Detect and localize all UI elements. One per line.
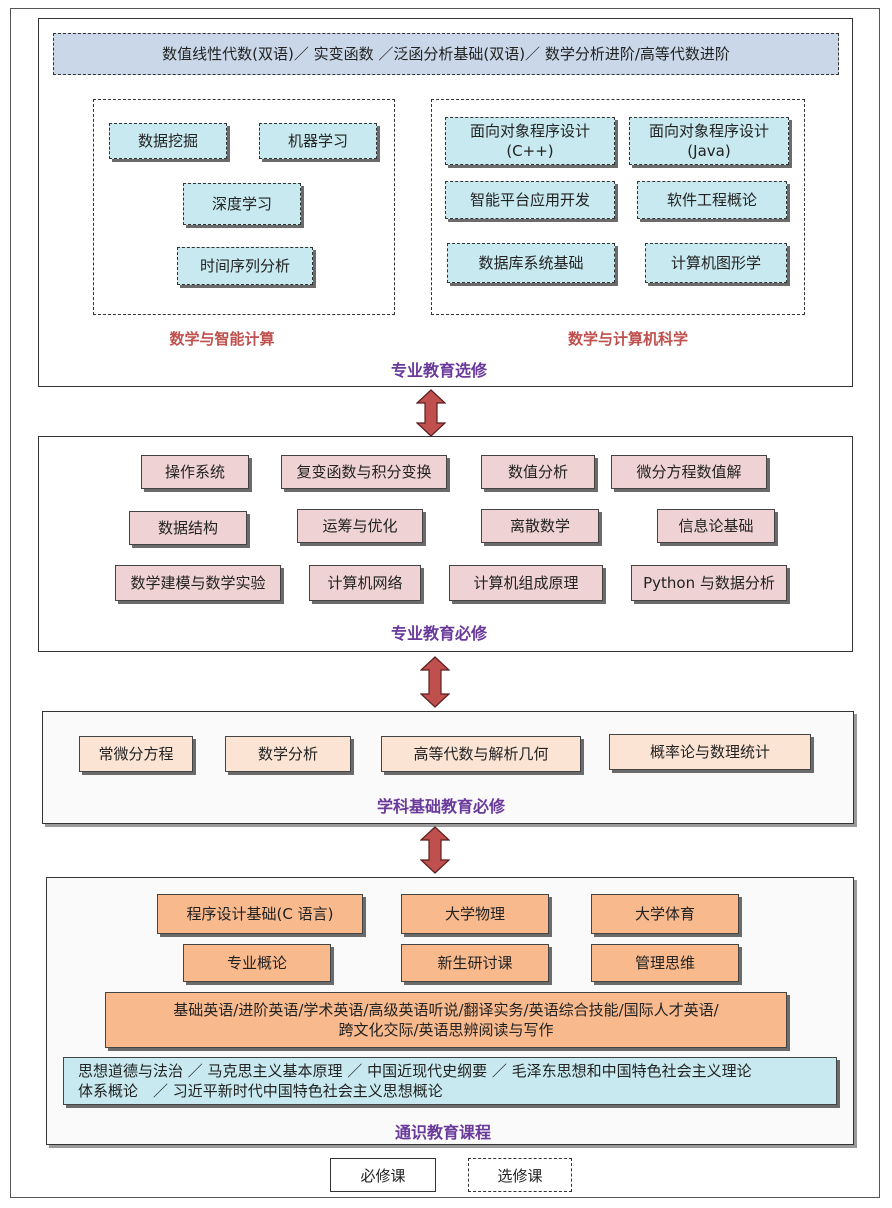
required-item: 微分方程数值解 bbox=[611, 455, 767, 489]
general-politics-box: 思想道德与法治 ／ 马克思主义基本原理 ／ 中国近现代史纲要 ／ 毛泽东思想和中… bbox=[63, 1057, 837, 1105]
elective-left-item: 深度学习 bbox=[183, 183, 301, 225]
general-english-box: 基础英语/进阶英语/学术英语/高级英语听说/翻译实务/英语综合技能/国际人才英语… bbox=[105, 992, 787, 1048]
group-math-intelligent-computing bbox=[93, 99, 395, 315]
elective-left-item: 时间序列分析 bbox=[177, 247, 313, 285]
foundation-section: 常微分方程 数学分析 高等代数与解析几何 概率论与数理统计 学科基础教育必修 bbox=[42, 711, 854, 824]
general-item: 大学物理 bbox=[401, 894, 549, 934]
required-item: 计算机组成原理 bbox=[449, 565, 603, 601]
foundation-item: 常微分方程 bbox=[79, 736, 193, 772]
general-item: 专业概论 bbox=[183, 944, 331, 982]
required-item: 操作系统 bbox=[141, 455, 249, 489]
required-item: 数学建模与数学实验 bbox=[115, 565, 281, 601]
foundation-item: 概率论与数理统计 bbox=[609, 734, 811, 770]
general-item: 新生研讨课 bbox=[401, 944, 549, 982]
required-item: 离散数学 bbox=[481, 509, 599, 543]
elective-section-title: 专业教育选修 bbox=[390, 361, 487, 380]
group-right-label: 数学与计算机科学 bbox=[567, 330, 688, 348]
required-item: Python 与数据分析 bbox=[631, 565, 787, 601]
elective-right-item: 面向对象程序设计 (Java) bbox=[629, 117, 789, 165]
required-item: 运筹与优化 bbox=[297, 509, 423, 543]
required-item: 数据结构 bbox=[129, 511, 247, 545]
foundation-item: 数学分析 bbox=[225, 736, 351, 772]
required-item: 复变函数与积分变换 bbox=[281, 455, 447, 489]
required-item: 信息论基础 bbox=[657, 509, 775, 543]
required-item: 计算机网络 bbox=[309, 565, 421, 601]
foundation-item: 高等代数与解析几何 bbox=[381, 736, 581, 772]
double-arrow-icon bbox=[416, 389, 446, 437]
general-section: 程序设计基础(C 语言) 大学物理 大学体育 专业概论 新生研讨课 管理思维 基… bbox=[46, 877, 854, 1145]
elective-right-item: 计算机图形学 bbox=[645, 243, 787, 283]
double-arrow-icon bbox=[420, 826, 450, 874]
general-section-title: 通识教育课程 bbox=[394, 1123, 491, 1142]
legend-required: 必修课 bbox=[330, 1158, 436, 1192]
required-item: 数值分析 bbox=[481, 455, 595, 489]
double-arrow-icon bbox=[420, 656, 450, 708]
foundation-section-title: 学科基础教育必修 bbox=[376, 797, 505, 816]
required-section: 操作系统 复变函数与积分变换 数值分析 微分方程数值解 数据结构 运筹与优化 离… bbox=[38, 436, 853, 652]
general-item: 程序设计基础(C 语言) bbox=[157, 894, 363, 934]
elective-section: 数值线性代数(双语)／ 实变函数 ／泛函分析基础(双语)／ 数学分析进阶/高等代… bbox=[38, 18, 853, 387]
group-left-label: 数学与智能计算 bbox=[169, 330, 275, 348]
elective-right-item: 智能平台应用开发 bbox=[445, 181, 615, 219]
outer-frame bbox=[10, 8, 880, 1198]
elective-right-item: 软件工程概论 bbox=[637, 181, 787, 219]
elective-left-item: 机器学习 bbox=[259, 123, 377, 159]
elective-right-item: 数据库系统基础 bbox=[447, 243, 615, 283]
general-item: 管理思维 bbox=[591, 944, 739, 982]
elective-right-item: 面向对象程序设计 (C++) bbox=[445, 117, 615, 165]
elective-top-bar: 数值线性代数(双语)／ 实变函数 ／泛函分析基础(双语)／ 数学分析进阶/高等代… bbox=[53, 33, 839, 75]
general-item: 大学体育 bbox=[591, 894, 739, 934]
required-section-title: 专业教育必修 bbox=[390, 624, 487, 643]
elective-left-item: 数据挖掘 bbox=[109, 123, 227, 159]
group-math-computer-science bbox=[431, 99, 805, 315]
legend-elective: 选修课 bbox=[468, 1158, 572, 1192]
